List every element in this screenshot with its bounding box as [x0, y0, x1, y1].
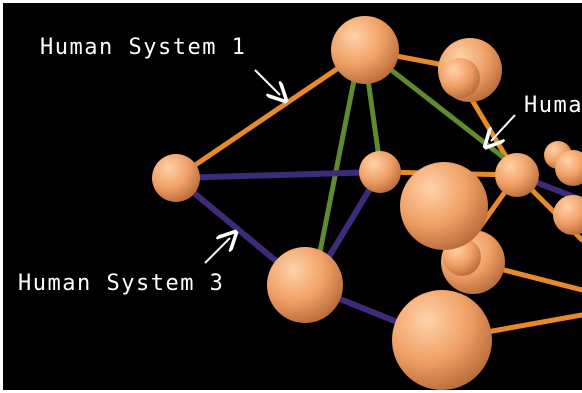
link-purple: [173, 169, 383, 181]
arrow-icon: [204, 238, 230, 264]
arrow-icon: [491, 114, 516, 141]
link-green: [315, 57, 361, 265]
label-human-system-2: Human: [524, 93, 582, 118]
nodes: [152, 16, 582, 390]
node: [495, 153, 539, 197]
node: [400, 162, 488, 250]
node: [267, 247, 343, 323]
label-human-system-3: Human System 3: [18, 271, 225, 296]
node: [152, 154, 200, 202]
node: [331, 16, 399, 84]
node: [555, 150, 582, 186]
annotation-arrows: [204, 69, 516, 264]
arrow-icon: [254, 69, 280, 95]
node: [359, 151, 401, 193]
node: [553, 195, 582, 235]
label-human-system-1: Human System 1: [40, 35, 247, 60]
node: [392, 290, 492, 390]
node: [440, 58, 480, 98]
link-orange: [173, 47, 368, 181]
